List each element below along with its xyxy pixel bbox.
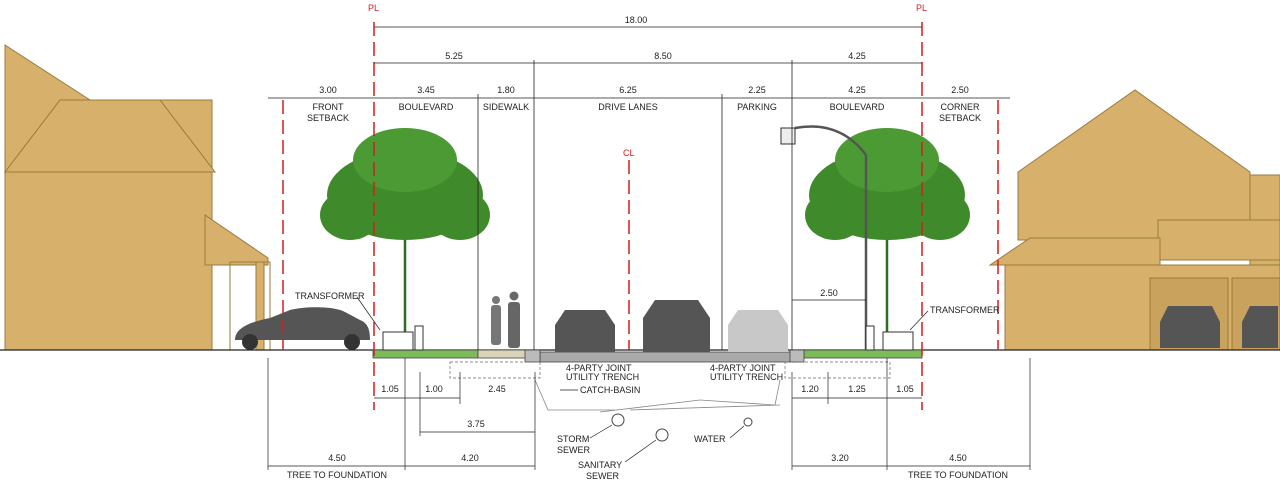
left-parked-car: [235, 307, 370, 350]
road-car-2: [643, 300, 710, 352]
sanitary-sewer-label-1: SANITARY: [578, 460, 622, 470]
dim-total: 18.00: [625, 15, 648, 25]
dim-bl-4: 3.75: [467, 419, 485, 429]
zone-boulevard-left: BOULEVARD: [399, 102, 454, 112]
dim-corner-setback: 2.50: [951, 85, 969, 95]
trench-left-1: 4-PARTY JOINT: [566, 363, 632, 373]
dim-br-2: 1.25: [848, 384, 866, 394]
right-house: [988, 89, 1280, 351]
trench-right-2: UTILITY TRENCH: [710, 372, 783, 382]
dim-lamp-offset: 2.50: [820, 288, 838, 298]
transformer-right-label: TRANSFORMER: [930, 305, 1000, 315]
dim-front-setback: 3.00: [319, 85, 337, 95]
left-house: [3, 44, 271, 351]
storm-sewer-label-2: SEWER: [557, 445, 591, 455]
dim-parking: 2.25: [748, 85, 766, 95]
dim-br-3: 1.05: [896, 384, 914, 394]
dim-br-1: 1.20: [801, 384, 819, 394]
zone-sidewalk: SIDEWALK: [483, 102, 529, 112]
left-transformer: [382, 325, 424, 351]
dim-boulevard-left: 3.45: [417, 85, 435, 95]
underground-utilities: [534, 379, 781, 442]
dim-br-4: 3.20: [831, 453, 849, 463]
dim-boulevard-right: 4.25: [848, 85, 866, 95]
reference-lines: [282, 22, 999, 410]
dim-center-group: 8.50: [654, 51, 672, 61]
dim-right-group: 4.25: [848, 51, 866, 61]
streetlight: [780, 125, 868, 350]
right-transformer: [865, 325, 914, 351]
road-car-1: [555, 310, 615, 352]
zone-corner-setback-1: CORNER: [940, 102, 980, 112]
ground-section: [0, 349, 1280, 379]
road-car-parked: [728, 310, 788, 352]
tree-to-foundation-left: TREE TO FOUNDATION: [287, 470, 387, 480]
dim-bl-3: 2.45: [488, 384, 506, 394]
dim-br-5: 4.50: [949, 453, 967, 463]
transformer-left-label: TRANSFORMER: [295, 291, 365, 301]
right-garage-cars: [1160, 306, 1278, 348]
right-tree: [805, 128, 970, 350]
dim-bl-2: 1.00: [425, 384, 443, 394]
cl-label: CL: [623, 148, 635, 158]
dim-sidewalk: 1.80: [497, 85, 515, 95]
zone-parking: PARKING: [737, 102, 777, 112]
zone-corner-setback-2: SETBACK: [939, 113, 981, 123]
water-label: WATER: [694, 434, 726, 444]
dim-bl-1: 1.05: [381, 384, 399, 394]
zone-drive-lanes: DRIVE LANES: [598, 102, 658, 112]
pl-right-label: PL: [916, 3, 927, 13]
zone-front-setback-1: FRONT: [313, 102, 344, 112]
tree-to-foundation-right: TREE TO FOUNDATION: [908, 470, 1008, 480]
dim-bl-5: 4.50: [328, 453, 346, 463]
dim-bl-6: 4.20: [461, 453, 479, 463]
trench-right-1: 4-PARTY JOINT: [710, 363, 776, 373]
dim-drive-lanes: 6.25: [619, 85, 637, 95]
left-tree: [320, 128, 490, 350]
pedestrians: [491, 291, 520, 348]
zone-boulevard-right: BOULEVARD: [830, 102, 885, 112]
dim-left-group: 5.25: [445, 51, 463, 61]
bottom-dimension-lines: [267, 358, 1031, 470]
catch-basin-label: CATCH-BASIN: [580, 385, 640, 395]
storm-sewer-label-1: STORM: [557, 434, 589, 444]
trench-left-2: UTILITY TRENCH: [566, 372, 639, 382]
zone-front-setback-2: SETBACK: [307, 113, 349, 123]
top-dimension-lines: [268, 26, 1010, 350]
pl-left-label: PL: [368, 3, 379, 13]
sanitary-sewer-label-2: SEWER: [586, 471, 620, 481]
